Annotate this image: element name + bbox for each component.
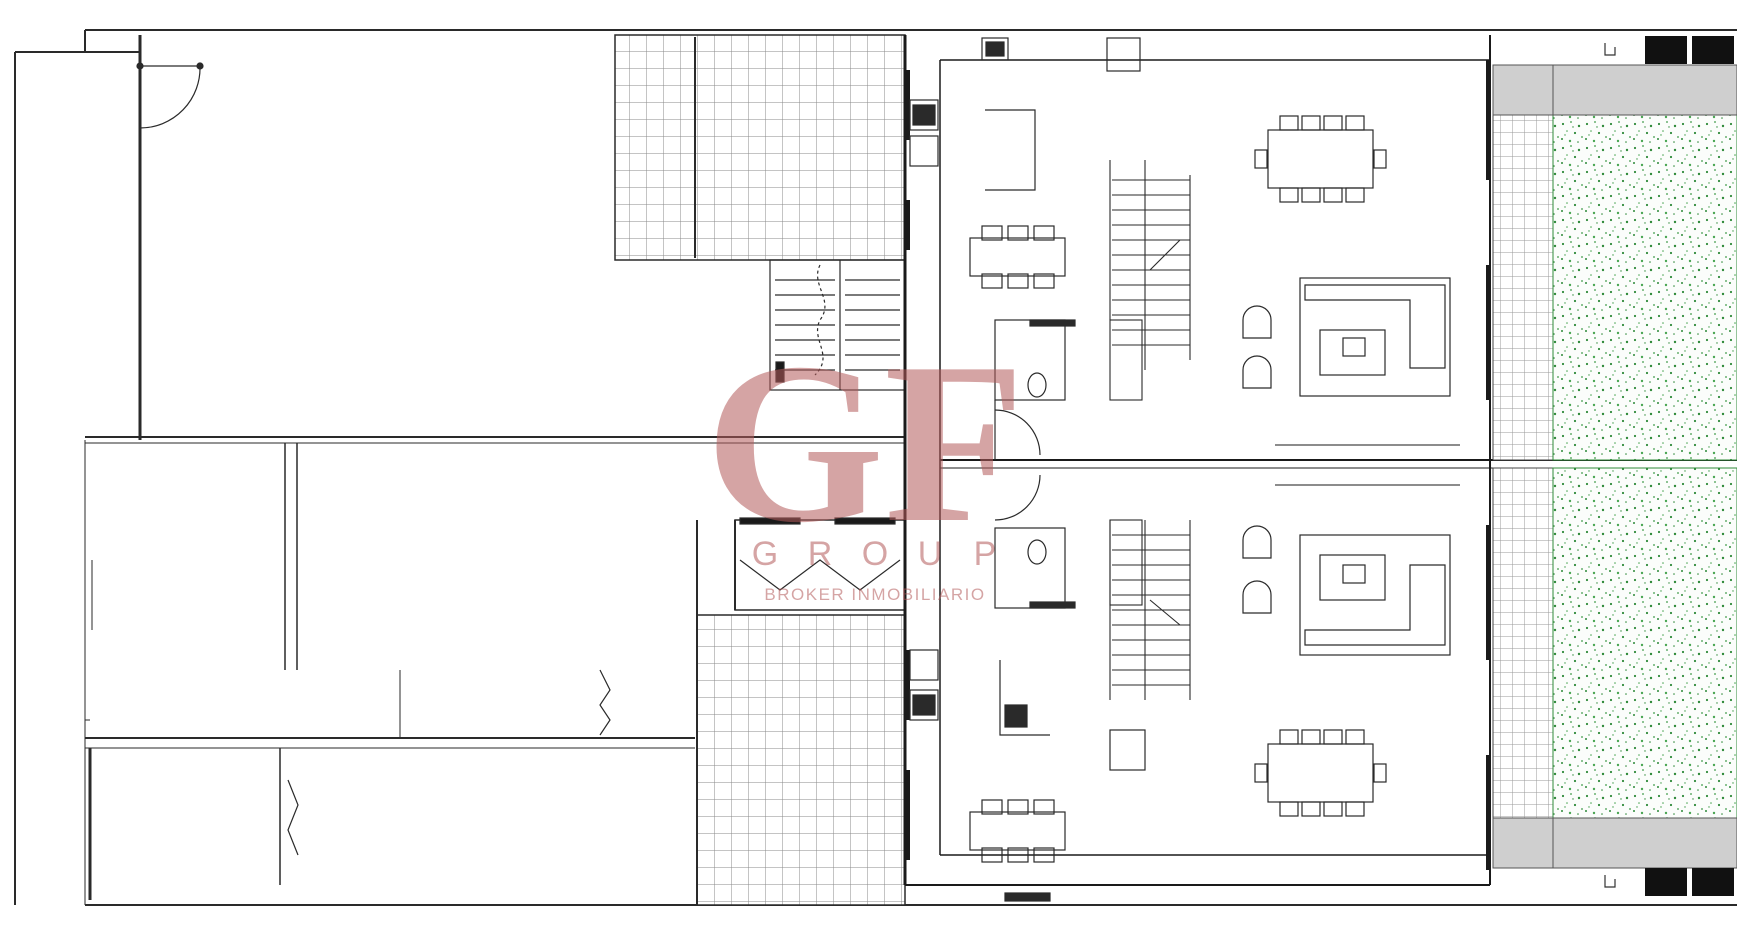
kitchen-upper bbox=[909, 37, 1141, 191]
kitchen-lower bbox=[909, 649, 1146, 902]
watermark-letter-5: P bbox=[974, 535, 997, 573]
side-paving-lower bbox=[1492, 467, 1554, 819]
living-lower bbox=[1242, 525, 1451, 656]
planter-upper bbox=[1492, 64, 1737, 116]
left-yard bbox=[84, 35, 905, 900]
side-paving-upper bbox=[1492, 114, 1554, 461]
bath-lower bbox=[994, 474, 1076, 609]
watermark-letter-4: U bbox=[918, 535, 943, 573]
breakfast-table-upper bbox=[969, 225, 1066, 289]
tap-icon bbox=[1604, 43, 1616, 888]
watermark-tagline: BROKER INMOBILIARIO bbox=[764, 585, 985, 604]
window-marks bbox=[906, 60, 1490, 870]
breakfast-table-lower bbox=[969, 799, 1066, 863]
garden-lower bbox=[1552, 467, 1737, 819]
stair-core bbox=[734, 259, 906, 611]
terrace-paving-lower bbox=[696, 614, 906, 906]
stair-upper bbox=[1109, 160, 1191, 401]
living-upper bbox=[1242, 277, 1451, 397]
entrance-door bbox=[136, 62, 204, 129]
watermark-letter-1: G bbox=[752, 535, 778, 573]
dining-table-lower bbox=[1254, 729, 1387, 817]
watermark-letter-3: O bbox=[862, 535, 888, 573]
planter-lower bbox=[1492, 817, 1737, 869]
stair-lower bbox=[1109, 519, 1191, 700]
watermark-monogram: GF bbox=[705, 315, 1024, 570]
watermark-letter-2: R bbox=[808, 535, 833, 573]
dining-table-upper bbox=[1254, 115, 1387, 203]
corner-blocks bbox=[1645, 36, 1734, 896]
garden-upper bbox=[1552, 114, 1737, 461]
bath-upper bbox=[994, 319, 1076, 460]
gate-symbol bbox=[287, 669, 611, 856]
brand-watermark: GF G R O U P BROKER INMOBILIARIO bbox=[705, 315, 1024, 604]
plot-boundary bbox=[14, 29, 1737, 906]
terrace-paving-upper bbox=[614, 34, 906, 261]
